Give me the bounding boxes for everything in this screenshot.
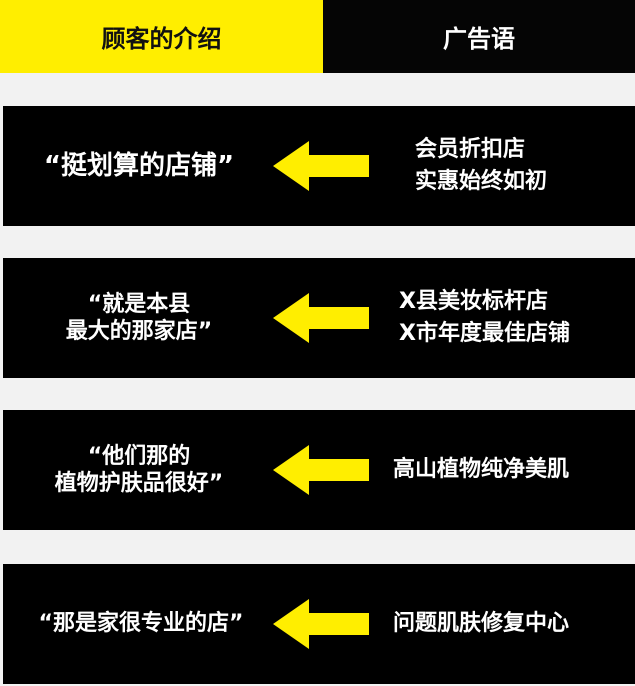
left-arrow-icon: [273, 293, 369, 343]
left-arrow-icon: [273, 141, 369, 191]
row-3: “他们那的 植物护肤品很好” 高山植物纯净美肌: [3, 410, 635, 530]
slogan-text: 高山植物纯净美肌: [393, 410, 635, 530]
slogan-line: 问题肌肤修复中心: [393, 611, 570, 637]
customer-quote: “那是家很专业的店”: [3, 564, 279, 684]
slogan-line: 高山植物纯净美肌: [393, 457, 570, 483]
customer-quote: “就是本县 最大的那家店”: [3, 258, 275, 378]
customer-quote: “挺划算的店铺”: [3, 106, 275, 226]
tab-slogan-label: 广告语: [443, 25, 515, 53]
tab-customer-intro-label: 顾客的介绍: [101, 25, 222, 53]
customer-quote-line: 最大的那家店”: [65, 319, 213, 344]
left-arrow-icon: [273, 445, 369, 495]
slogan-line: X县美妆标杆店: [399, 289, 548, 315]
tab-slogan[interactable]: 广告语: [323, 0, 635, 73]
customer-quote-line: “他们那的: [87, 443, 191, 469]
tab-customer-intro[interactable]: 顾客的介绍: [0, 0, 323, 73]
row-1: “挺划算的店铺” 会员折扣店 实惠始终如初: [3, 106, 635, 226]
row-4: “那是家很专业的店” 问题肌肤修复中心: [3, 564, 635, 684]
left-arrow-icon: [273, 599, 369, 649]
slogan-line: 会员折扣店: [415, 137, 526, 163]
header-bar: 顾客的介绍 广告语: [0, 0, 635, 73]
customer-quote-line: “那是家很专业的店”: [38, 611, 244, 637]
slogan-text: X县美妆标杆店 X市年度最佳店铺: [399, 258, 635, 378]
slogan-text: 会员折扣店 实惠始终如初: [415, 106, 635, 226]
customer-quote: “他们那的 植物护肤品很好”: [3, 410, 275, 530]
customer-quote-line: “挺划算的店铺”: [43, 150, 235, 181]
slogan-line: 实惠始终如初: [415, 169, 548, 194]
customer-quote-line: “就是本县: [87, 291, 191, 317]
row-2: “就是本县 最大的那家店” X县美妆标杆店 X市年度最佳店铺: [3, 258, 635, 378]
slogan-line: X市年度最佳店铺: [399, 321, 570, 346]
customer-quote-line: 植物护肤品很好”: [54, 471, 224, 496]
slogan-text: 问题肌肤修复中心: [393, 564, 635, 684]
